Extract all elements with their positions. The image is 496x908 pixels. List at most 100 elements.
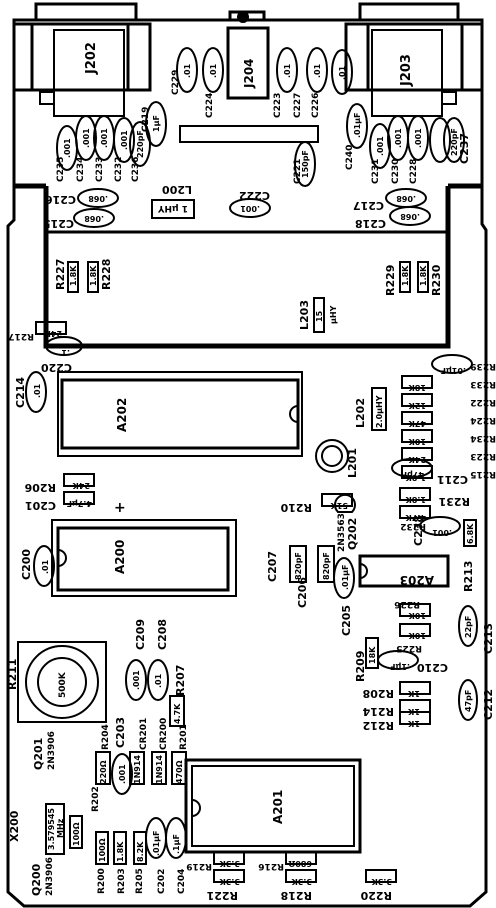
value-c217: .068 bbox=[396, 194, 416, 203]
value-c231: .001 bbox=[376, 136, 385, 156]
label-c223: C223 bbox=[273, 93, 283, 118]
label-j204: J204 bbox=[242, 58, 256, 89]
label-r224: R224 bbox=[470, 415, 496, 425]
value-c236: 220pF bbox=[136, 130, 145, 158]
value-c214: .01 bbox=[33, 383, 42, 398]
label-c201: C201 bbox=[25, 499, 56, 512]
label-c240: C240 bbox=[345, 145, 355, 170]
label-c229: C229 bbox=[171, 70, 181, 95]
label-c218: C218 bbox=[355, 217, 386, 230]
value-r201: 470Ω bbox=[175, 760, 184, 784]
value-c218: .068 bbox=[400, 212, 420, 221]
label-c233: C233 bbox=[95, 157, 105, 182]
label-cr201: CR201 bbox=[139, 718, 149, 750]
value-c201: 4.7µF bbox=[66, 499, 92, 508]
value-r206: 24K bbox=[72, 481, 90, 490]
label-cr200: CR200 bbox=[159, 718, 169, 750]
value-r223: 24K bbox=[408, 455, 426, 464]
value-r233: 18K bbox=[408, 383, 426, 392]
label-c204: C204 bbox=[177, 869, 187, 894]
value-c232: .001 bbox=[120, 130, 129, 150]
value-r215: 1.8K bbox=[405, 473, 426, 482]
label-r226: R226 bbox=[394, 599, 420, 609]
value-c222: .001 bbox=[240, 204, 260, 213]
label-r214: R214 bbox=[362, 705, 394, 718]
label-r207: R207 bbox=[174, 665, 187, 696]
label-r233: R233 bbox=[470, 379, 496, 389]
label-l203: L203 bbox=[298, 300, 311, 330]
label-r211: R211 bbox=[6, 659, 19, 690]
label-j203: J203 bbox=[399, 54, 414, 87]
value-r226: 10K bbox=[408, 611, 426, 620]
value-r219: 3.3K bbox=[219, 859, 240, 868]
value-r204: 220Ω bbox=[99, 760, 108, 784]
value-c213: 22pF bbox=[464, 616, 473, 638]
label-c220: C220 bbox=[41, 361, 72, 374]
component-bodies bbox=[17, 47, 478, 883]
label-r201: R201 bbox=[179, 724, 189, 750]
label-c222: C222 bbox=[239, 189, 270, 202]
label-c215: C215 bbox=[43, 217, 74, 230]
value-r225: 10K bbox=[408, 631, 426, 640]
reference-designators: C229 C224 C223 C227 C226 C219 C235 C234 … bbox=[6, 70, 496, 902]
value-x200: 3.579545 bbox=[47, 808, 56, 850]
value-c233: .001 bbox=[100, 128, 109, 148]
label-r213: R213 bbox=[462, 561, 475, 592]
label-r215: R215 bbox=[470, 469, 496, 479]
label-r223: R223 bbox=[470, 451, 496, 461]
value-c208: .01 bbox=[154, 673, 163, 688]
value-c223: .01 bbox=[283, 63, 292, 78]
connector-j204: J204 bbox=[226, 26, 270, 100]
value-c219: 1µF bbox=[152, 115, 161, 132]
value-c206: 820pF bbox=[322, 552, 331, 580]
value-r218: 3.3K bbox=[291, 877, 312, 886]
label-c221: C221 bbox=[293, 159, 303, 184]
value-r232: 4.7K bbox=[405, 513, 426, 522]
label-2n3906-b: 2N3906 bbox=[45, 857, 55, 896]
label-c236: C236 bbox=[131, 157, 141, 182]
label-c232: C232 bbox=[114, 157, 124, 182]
label-2n3906-a: 2N3906 bbox=[47, 731, 57, 770]
value-l203-unit: µHY bbox=[329, 305, 338, 324]
value-r222: 12K bbox=[408, 401, 426, 410]
label-c235: C235 bbox=[56, 157, 66, 182]
label-l202: L202 bbox=[354, 398, 367, 428]
ic-a201: A201 bbox=[184, 758, 362, 854]
value-r229: 1.8K bbox=[401, 265, 410, 286]
label-r230: R230 bbox=[430, 264, 443, 296]
label-c203: C203 bbox=[114, 717, 127, 748]
value-c205: .01µF bbox=[341, 564, 350, 590]
label-r228: R228 bbox=[100, 259, 113, 290]
value-r205: 8.2K bbox=[136, 841, 145, 862]
label-r205: R205 bbox=[135, 868, 145, 894]
value-r230: 1.8K bbox=[419, 265, 428, 286]
label-r227: R227 bbox=[54, 259, 67, 290]
label-c208: C208 bbox=[156, 619, 169, 650]
label-c212: C212 bbox=[482, 689, 495, 720]
value-c227: .01 bbox=[313, 63, 322, 78]
label-a202: A202 bbox=[115, 398, 129, 432]
value-c221: 150pF bbox=[301, 150, 310, 178]
label-c202: C202 bbox=[157, 869, 167, 894]
label-r204: R204 bbox=[101, 724, 111, 750]
value-c229: .01 bbox=[183, 63, 192, 78]
label-r219: R219 bbox=[186, 861, 212, 871]
label-a203: A203 bbox=[400, 573, 434, 587]
value-r231: 1.8K bbox=[405, 495, 426, 504]
label-r212: R212 bbox=[363, 719, 394, 732]
value-r224: 47K bbox=[408, 419, 426, 428]
label-c224: C224 bbox=[205, 93, 215, 118]
value-r234: 10K bbox=[408, 437, 426, 446]
label-c210: C210 bbox=[417, 661, 448, 674]
label-c219: C219 bbox=[141, 107, 151, 132]
label-q202: Q202 bbox=[346, 518, 359, 550]
label-r220: R220 bbox=[360, 889, 392, 902]
value-r214: 1K bbox=[407, 707, 420, 716]
label-c205: C205 bbox=[340, 605, 353, 636]
label-j202: J202 bbox=[84, 42, 99, 75]
label-c227: C227 bbox=[293, 93, 303, 118]
label-c214: C214 bbox=[14, 377, 27, 408]
value-c234: .001 bbox=[82, 128, 91, 148]
value-r239: .01µF bbox=[440, 366, 466, 375]
value-c228: .001 bbox=[414, 128, 423, 148]
